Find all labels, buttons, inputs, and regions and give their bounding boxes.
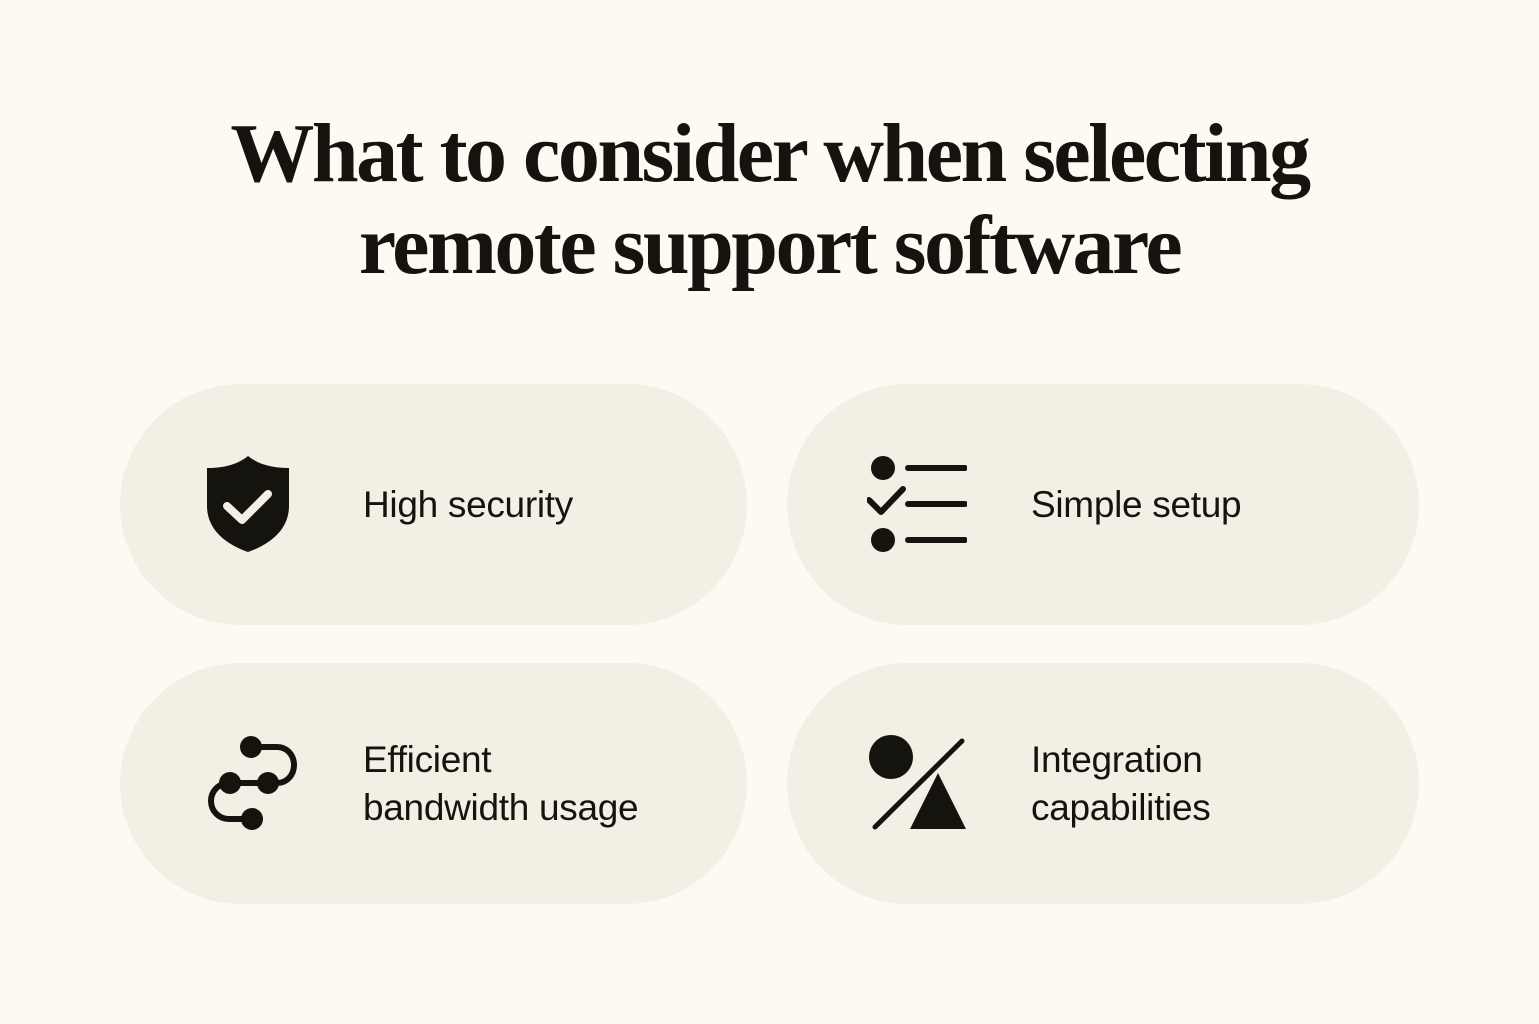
card-simple-setup: Simple setup — [787, 384, 1419, 625]
checklist-icon — [866, 454, 968, 554]
page-title: What to consider when selecting remote s… — [0, 108, 1539, 292]
shield-check-icon — [198, 454, 298, 554]
title-line-2: remote support software — [358, 199, 1183, 292]
card-label: Integration capabilities — [1031, 738, 1211, 828]
shapes-slash-icon — [867, 735, 967, 835]
card-high-security: High security — [120, 384, 747, 625]
card-label: High security — [363, 483, 573, 525]
card-label: Efficient bandwidth usage — [363, 738, 639, 828]
card-integration-capabilities: Integration capabilities — [787, 663, 1419, 904]
card-efficient-bandwidth: Efficient bandwidth usage — [120, 663, 747, 904]
card-label: Simple setup — [1031, 483, 1242, 525]
path-nodes-icon — [202, 733, 302, 833]
title-line-1: What to consider when selecting — [230, 107, 1311, 200]
